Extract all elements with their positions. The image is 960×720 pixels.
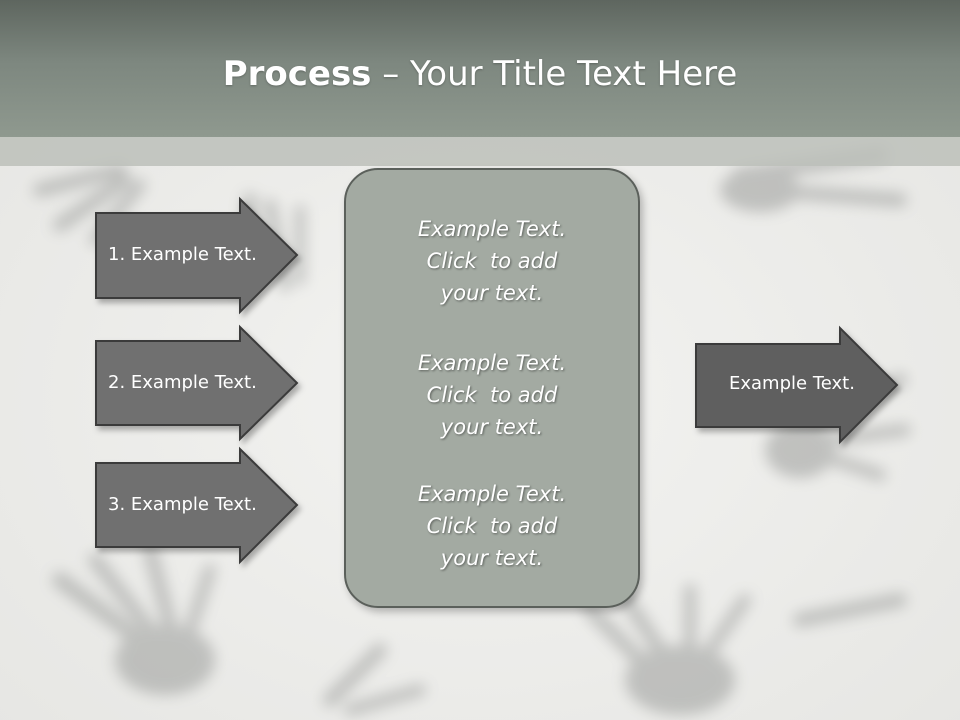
- center-block-3-line-3: your text.: [440, 546, 544, 570]
- title-rest-part: – Your Title Text Here: [371, 54, 738, 94]
- center-text-block-2[interactable]: Example Text. Click to add your text.: [344, 347, 640, 443]
- center-block-3-line-1: Example Text.: [417, 482, 567, 506]
- output-arrow-label: Example Text.: [729, 373, 855, 394]
- center-block-2-line-1: Example Text.: [417, 351, 567, 375]
- title-divider-strip: [0, 137, 960, 166]
- center-block-1-line-1: Example Text.: [417, 217, 567, 241]
- input-arrow-1[interactable]: [95, 196, 299, 315]
- input-arrow-2[interactable]: [95, 324, 299, 442]
- center-block-1-line-2: Click to add: [426, 249, 558, 273]
- title-bold-part: Process: [222, 54, 372, 94]
- center-text-block-3[interactable]: Example Text. Click to add your text.: [344, 478, 640, 574]
- center-block-2-line-2: Click to add: [426, 383, 558, 407]
- process-center-box[interactable]: [344, 168, 640, 608]
- center-block-2-line-3: your text.: [440, 415, 544, 439]
- input-arrow-1-label: 1. Example Text.: [108, 244, 257, 265]
- center-text-block-1[interactable]: Example Text. Click to add your text.: [344, 213, 640, 309]
- title-band: [0, 0, 960, 137]
- input-arrow-3[interactable]: [95, 446, 299, 565]
- center-block-3-line-2: Click to add: [426, 514, 558, 538]
- output-arrow[interactable]: [695, 325, 899, 445]
- input-arrow-2-label: 2. Example Text.: [108, 372, 257, 393]
- center-block-1-line-3: your text.: [440, 281, 544, 305]
- input-arrow-3-label: 3. Example Text.: [108, 494, 257, 515]
- slide-title: Process – Your Title Text Here: [0, 52, 960, 96]
